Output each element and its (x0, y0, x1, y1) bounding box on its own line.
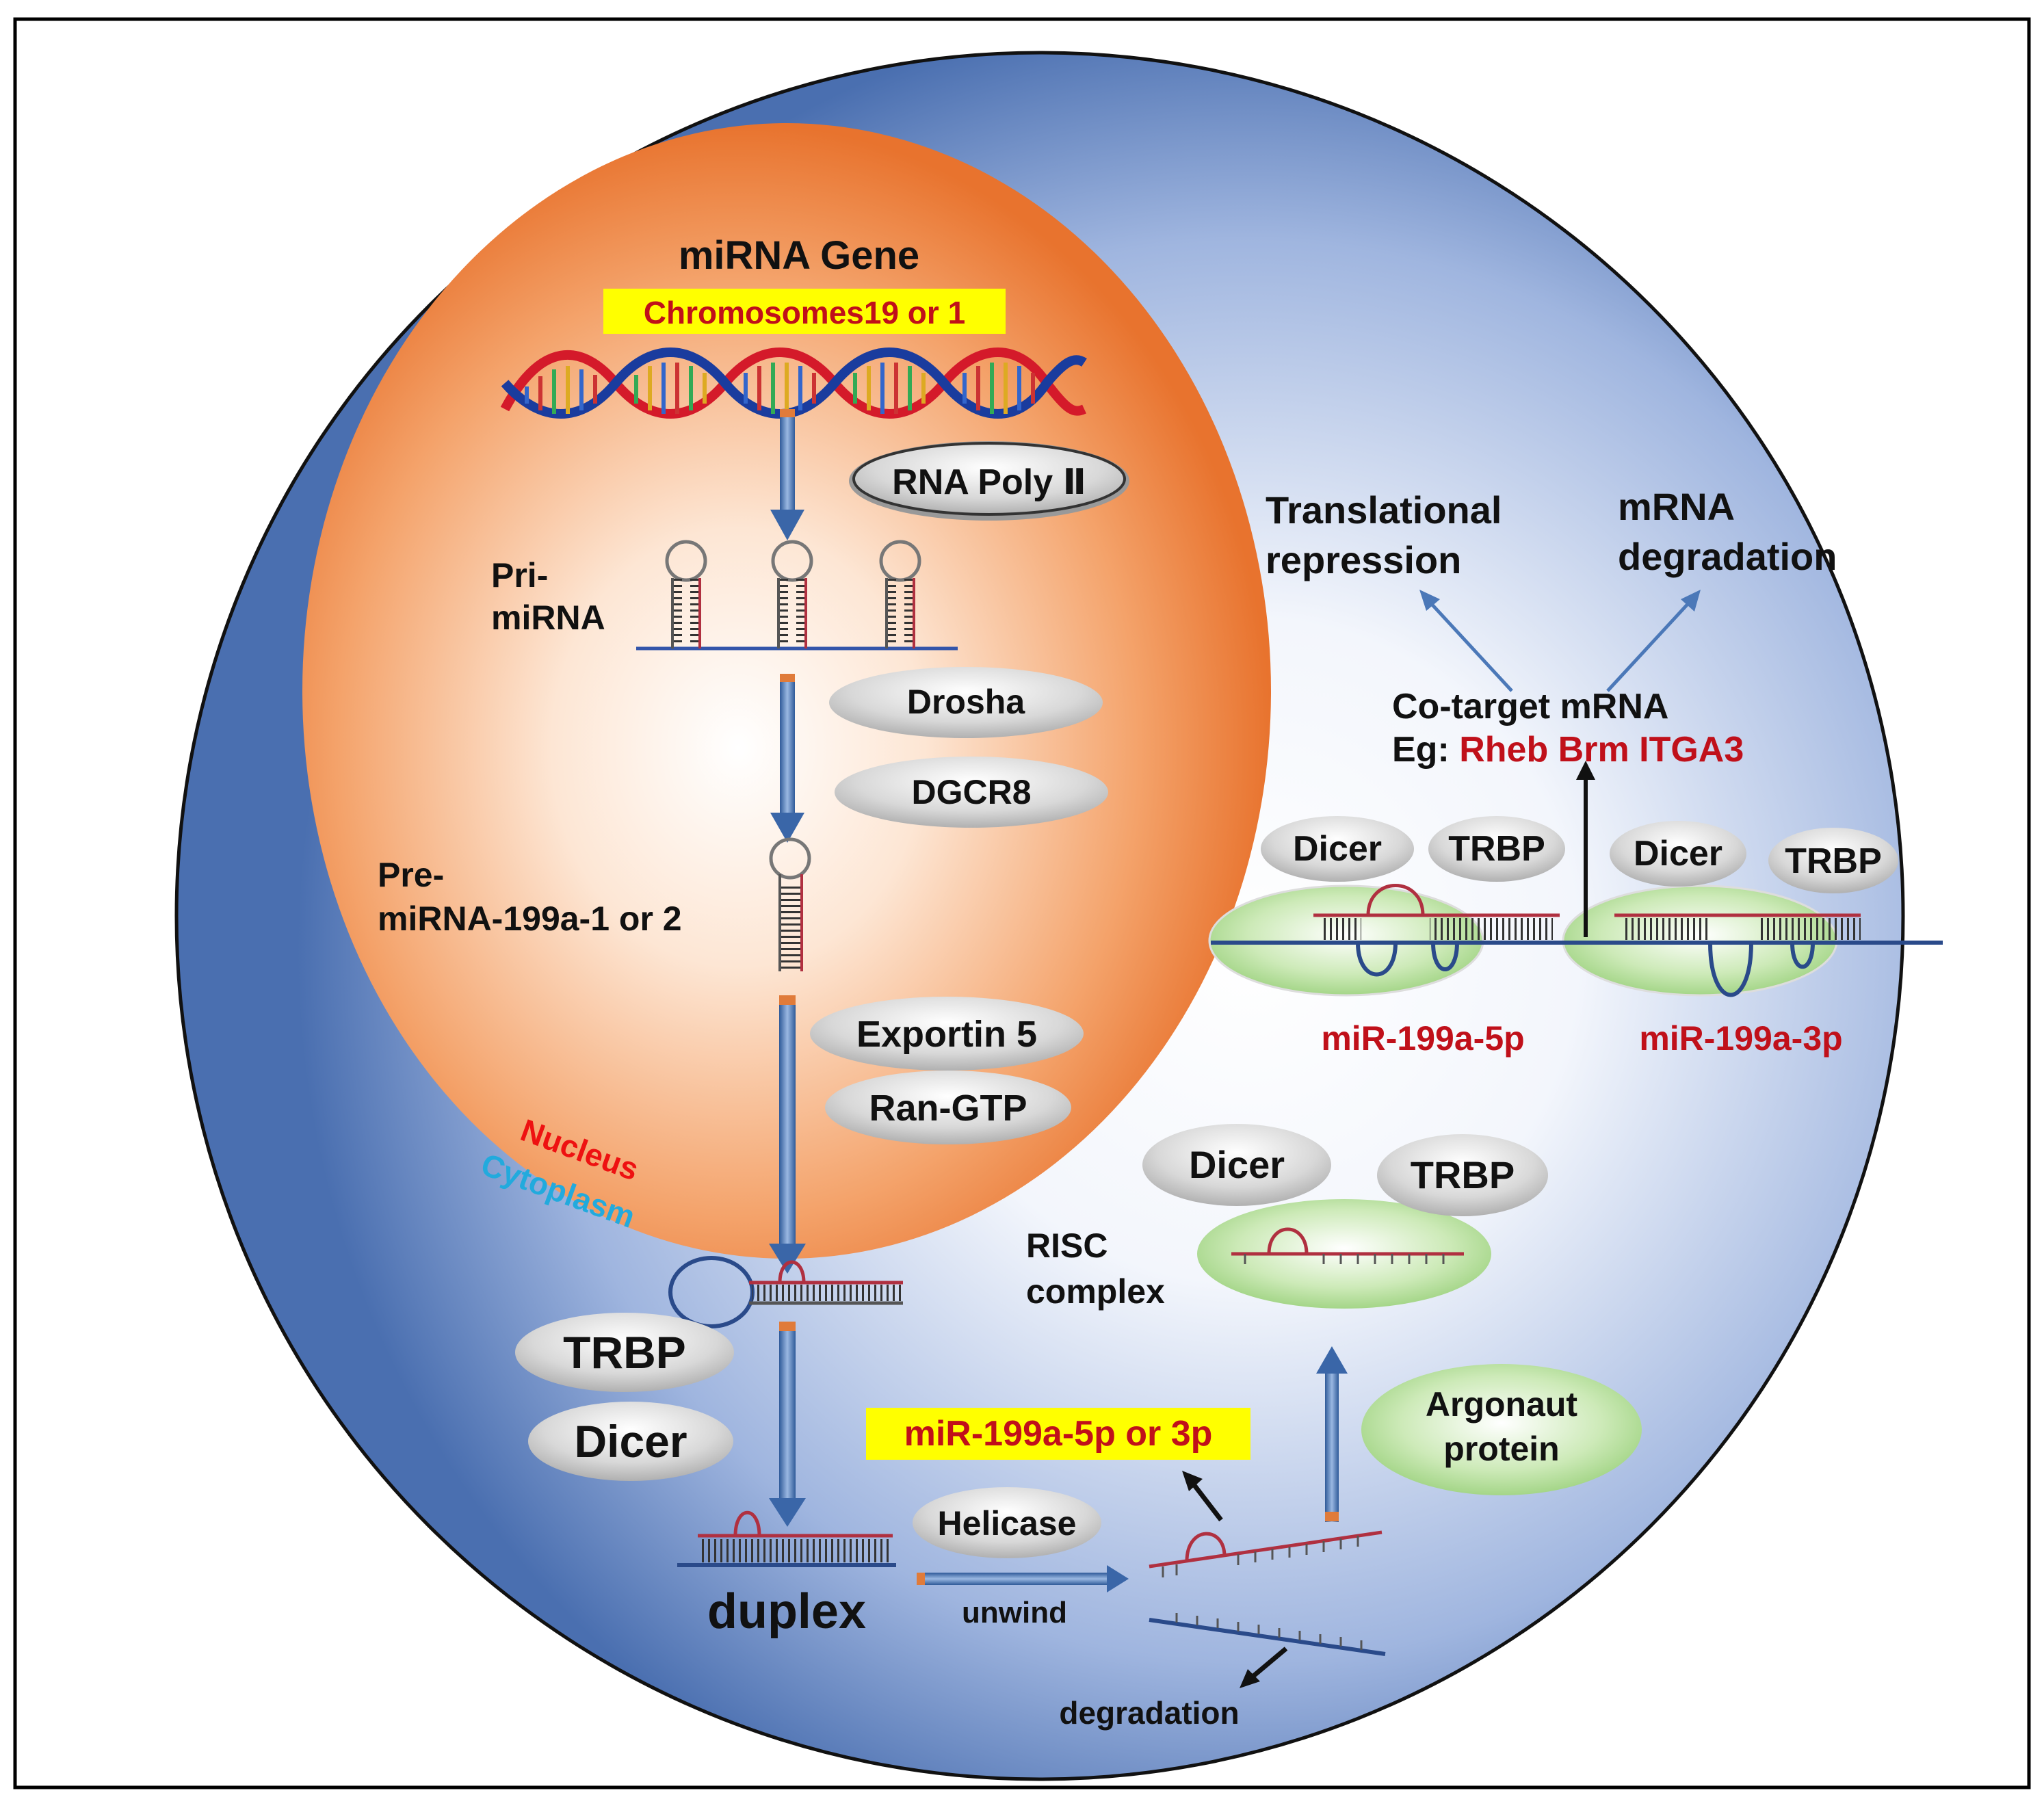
rna-poly-ii-label: RNA Poly Ⅱ (892, 462, 1086, 502)
degradation-label: degradation (1059, 1695, 1239, 1731)
eg-prefix: Eg: Rheb Brm ITGA3 (1392, 730, 1744, 770)
arrowhead-mrna-degradation (1681, 590, 1701, 612)
chromosome-highlight (603, 289, 1006, 334)
arrow-nuclear-export (769, 995, 806, 1274)
unwind-label: unwind (962, 1596, 1067, 1629)
pre-mirna-label-line2: miRNA-199a-1 or 2 (378, 900, 682, 938)
dicer-left-label: Dicer (574, 1416, 687, 1467)
arrow-drosha-processing (770, 674, 804, 843)
rna-poly-ii-pill: RNA Poly Ⅱ (849, 441, 1129, 521)
mrna-degradation-label-line2: degradation (1618, 535, 1837, 578)
pri-mirna-hairpins (636, 540, 958, 651)
mir-3p-label: miR-199a-3p (1639, 1019, 1842, 1058)
trbp-3p-label: TRBP (1785, 841, 1882, 881)
mir-5p-label: miR-199a-5p (1321, 1019, 1524, 1058)
helicase-label: Helicase (938, 1504, 1077, 1543)
eg-targets-text: Rheb Brm ITGA3 (1459, 730, 1744, 770)
dicer-pill-3p: Dicer (1610, 821, 1746, 887)
trbp-5p-label: TRBP (1448, 829, 1545, 869)
pre-mirna-hairpin (769, 837, 811, 971)
translational-label-line1: Translational (1266, 488, 1502, 532)
dicer-pill-risc: Dicer (1142, 1124, 1331, 1206)
dicer-5p-label: Dicer (1293, 829, 1382, 869)
mirna-gene-title: miRNA Gene (679, 233, 919, 278)
translational-label-line2: repression (1266, 538, 1461, 581)
dicer-pill-left: Dicer (528, 1402, 733, 1481)
trbp-pill-left: TRBP (515, 1313, 734, 1392)
argonaut-protein-blob: Argonaut protein (1361, 1364, 1642, 1495)
ran-gtp-label: Ran-GTP (869, 1088, 1027, 1129)
risc-label-line2: complex (1026, 1272, 1165, 1311)
pri-mirna-label-line2: miRNA (491, 599, 605, 637)
dicer-risc-label: Dicer (1189, 1143, 1285, 1186)
pre-mirna-label-line1: Pre- (378, 856, 444, 894)
duplex-label: duplex (707, 1584, 866, 1639)
trbp-risc-label: TRBP (1411, 1153, 1515, 1196)
dgcr8-pill: DGCR8 (835, 757, 1108, 828)
chromosome-label: Chromosomes19 or 1 (644, 295, 965, 330)
dgcr8-label: DGCR8 (911, 773, 1031, 811)
arrow-dicer-cleavage (769, 1322, 806, 1527)
eg-prefix-text: Eg: (1392, 730, 1459, 770)
arrow-to-mature-mirna (1192, 1482, 1223, 1522)
argonaut-label-line2: protein (1443, 1430, 1559, 1468)
separated-strands (1149, 1530, 1386, 1656)
arrow-mrna-degradation (1606, 601, 1691, 692)
arrow-transcription (770, 409, 804, 540)
exportin-5-label: Exportin 5 (856, 1014, 1037, 1055)
arrowhead-co-target (1576, 761, 1595, 780)
argonaut-label-line1: Argonaut (1426, 1385, 1578, 1424)
risc-complex (1197, 1199, 1491, 1309)
co-target-label: Co-target mRNA (1392, 687, 1668, 726)
mrna-degradation-label-line1: mRNA (1618, 485, 1735, 528)
arrowhead-degradation (1240, 1669, 1260, 1688)
duplex-rna (677, 1510, 896, 1567)
drosha-label: Drosha (907, 683, 1025, 721)
arrowhead-mature-mirna (1182, 1471, 1203, 1491)
arrow-translational-repression (1428, 601, 1513, 692)
mature-mirna-highlight (866, 1408, 1250, 1460)
trbp-pill-5p: TRBP (1428, 816, 1565, 882)
arrow-to-degradation (1250, 1647, 1288, 1679)
dicer-3p-label: Dicer (1634, 834, 1722, 874)
exportin-5-pill: Exportin 5 (810, 997, 1084, 1071)
trbp-pill-3p: TRBP (1768, 828, 1898, 893)
unwind-arrow (917, 1565, 1129, 1592)
trbp-pill-risc: TRBP (1377, 1134, 1548, 1216)
mature-mirna-label: miR-199a-5p or 3p (904, 1414, 1213, 1454)
pri-mirna-label-line1: Pri- (491, 556, 548, 594)
dicer-pill-5p: Dicer (1261, 816, 1414, 882)
risc-label-line1: RISC (1026, 1227, 1108, 1265)
arrow-risc-loading (1316, 1346, 1348, 1522)
cytoplasmic-pre-mirna (668, 1256, 903, 1328)
arrowhead-translational (1419, 590, 1440, 611)
target-mrna-binding (1208, 884, 1943, 997)
ran-gtp-pill: Ran-GTP (825, 1071, 1071, 1144)
dna-helix-icon (500, 347, 1087, 419)
drosha-pill: Drosha (829, 667, 1103, 738)
trbp-left-label: TRBP (563, 1327, 686, 1378)
helicase-pill: Helicase (913, 1487, 1101, 1558)
